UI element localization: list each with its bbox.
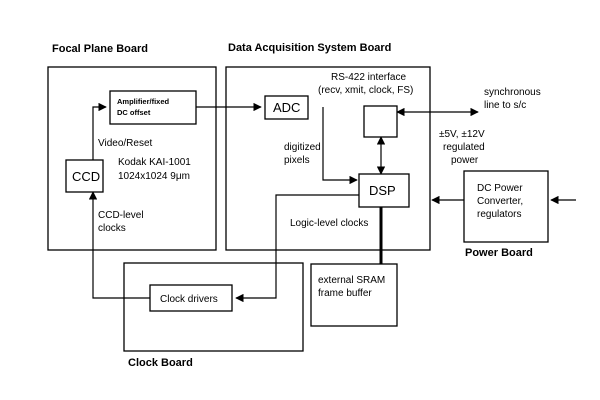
- sensor-label-1: Kodak KAI-1001: [118, 157, 191, 168]
- adc-label: ADC: [273, 100, 300, 115]
- power-rails-label-1: ±5V, ±12V: [439, 129, 485, 140]
- clock-drivers-label: Clock drivers: [160, 294, 218, 305]
- clock-drivers-block: Clock drivers: [149, 284, 233, 312]
- focal-plane-board: [47, 66, 217, 251]
- sensor-label-2: 1024x1024 9μm: [118, 171, 190, 182]
- clock-drivers-to-ccd-arrow: [88, 191, 150, 299]
- amplifier-label-2: DC offset: [117, 108, 151, 117]
- dsp-to-clock-drivers-arrow: [235, 194, 359, 303]
- rs422-label-2: (recv, xmit, clock, FS): [318, 85, 413, 96]
- ccd-block: CCD: [65, 159, 104, 193]
- sync-line-label-1: synchronous: [484, 87, 541, 98]
- power-converter-label-1: DC Power: [477, 183, 523, 194]
- power-converter-label-2: Converter,: [477, 196, 523, 207]
- amplifier-block: Amplifier/fixed DC offset: [109, 90, 197, 125]
- clock-board: [123, 262, 304, 352]
- amplifier-label-1: Amplifier/fixed: [117, 97, 170, 106]
- video-reset-label: Video/Reset: [98, 138, 153, 149]
- logic-clocks-label: Logic-level clocks: [290, 218, 368, 229]
- power-rails-label-2: regulated: [443, 142, 485, 153]
- das-board: [225, 66, 431, 251]
- focal-plane-board-title: Focal Plane Board: [52, 43, 148, 55]
- digitized-label-1: digitized: [284, 142, 321, 153]
- power-converter-label-3: regulators: [477, 209, 521, 220]
- das-board-title: Data Acquisition System Board: [228, 42, 391, 54]
- power-rails-label-3: power: [451, 155, 479, 166]
- ccd-to-amp-arrow: [92, 102, 107, 160]
- ccd-label: CCD: [72, 169, 100, 184]
- power-board-box: [463, 170, 549, 243]
- ccd-clocks-label-2: clocks: [98, 223, 126, 234]
- ccd-clocks-label-1: CCD-level: [98, 210, 144, 221]
- adc-to-dsp-arrow: [322, 107, 358, 185]
- rs422-block: [363, 105, 398, 138]
- sram-label-2: frame buffer: [318, 288, 372, 299]
- rs422-label-1: RS-422 interface: [331, 72, 406, 83]
- sync-line-label-2: line to s/c: [484, 100, 526, 111]
- digitized-label-2: pixels: [284, 155, 310, 166]
- sram-label-1: external SRAM: [318, 275, 385, 286]
- dsp-label: DSP: [369, 183, 396, 198]
- dsp-block: DSP: [358, 173, 410, 208]
- adc-block: ADC: [264, 95, 309, 120]
- sram-block: external SRAM frame buffer: [310, 263, 398, 327]
- clock-board-title: Clock Board: [128, 357, 193, 369]
- power-board-title: Power Board: [465, 247, 533, 259]
- power-converter-block: DC Power Converter, regulators: [477, 183, 523, 220]
